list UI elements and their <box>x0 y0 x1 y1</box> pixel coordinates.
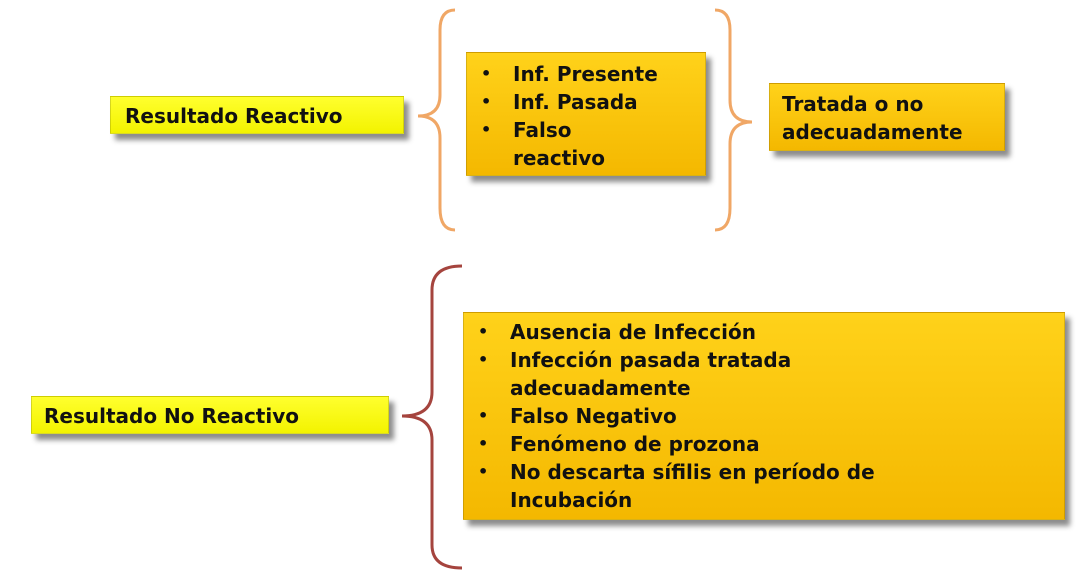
list-item: • Falso reactivo <box>481 118 605 170</box>
reactive-findings-list: • Inf. Presente • Inf. Pasada • Falso re… <box>467 60 697 172</box>
reactive-findings-box: • Inf. Presente • Inf. Pasada • Falso re… <box>466 52 706 176</box>
non-reactive-findings-list: • Ausencia de Infección • Infección pasa… <box>464 318 1044 514</box>
non-reactive-findings-box: • Ausencia de Infección • Infección pasa… <box>463 312 1065 520</box>
non-reactive-result-text: Resultado No Reactivo <box>44 404 299 428</box>
reactive-result-text: Resultado Reactivo <box>125 104 343 128</box>
list-item: • Inf. Pasada <box>481 90 638 114</box>
bullet-icon: • <box>481 92 492 111</box>
bullet-icon: • <box>481 120 492 139</box>
list-item: • Fenómeno de prozona <box>478 432 760 456</box>
list-item: • No descarta sífilis en período de Incu… <box>478 460 875 512</box>
non-reactive-result-label: Resultado No Reactivo <box>31 396 389 434</box>
non-reactive-left-brace <box>401 264 463 570</box>
list-item: • Ausencia de Infección <box>478 320 756 344</box>
reactive-right-brace <box>714 8 753 232</box>
bullet-icon: • <box>481 64 492 83</box>
reactive-outcome-box: Tratada o no adecuadamente <box>769 83 1005 151</box>
bullet-icon: • <box>478 322 489 341</box>
reactive-outcome-text: Tratada o no adecuadamente <box>782 92 963 144</box>
bullet-icon: • <box>478 462 489 481</box>
bullet-icon: • <box>478 434 489 453</box>
list-item: • Falso Negativo <box>478 404 677 428</box>
list-item: • Infección pasada tratada adecuadamente <box>478 348 792 400</box>
list-item: • Inf. Presente <box>481 62 658 86</box>
bullet-icon: • <box>478 350 489 369</box>
reactive-left-brace <box>417 8 456 232</box>
reactive-result-label: Resultado Reactivo <box>110 96 404 134</box>
bullet-icon: • <box>478 406 489 425</box>
